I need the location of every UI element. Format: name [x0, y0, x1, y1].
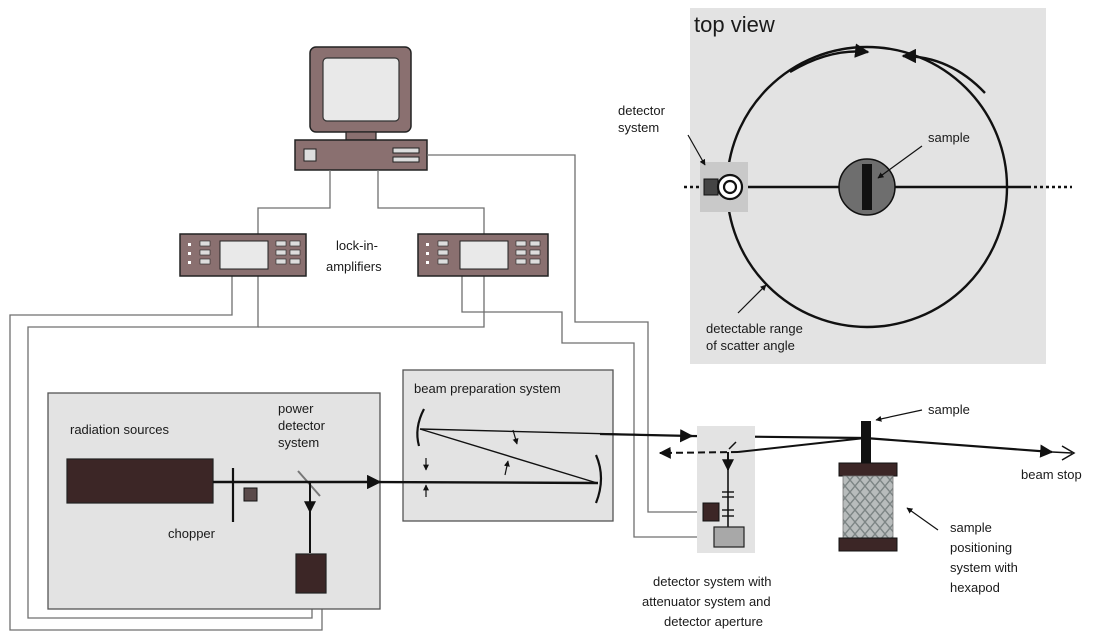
beam-prep-label: beam preparation system — [414, 381, 561, 396]
hexapod-top-plate — [838, 462, 898, 477]
monitor-stand — [345, 131, 377, 141]
beam-preparation-panel: beam preparation system — [402, 369, 691, 522]
lock-in-label-2: amplifiers — [326, 259, 382, 274]
detectable-range-leader — [737, 284, 767, 314]
computer-power-switch — [303, 148, 317, 162]
main-beam — [213, 429, 1076, 490]
top-view-panel: top view detector system sample detectab… — [618, 8, 1072, 364]
computer-drive-1 — [392, 147, 420, 154]
chopper-motor — [243, 487, 258, 502]
detectable-range-label-2: of scatter angle — [706, 338, 795, 353]
sample-label: sample — [928, 402, 970, 417]
sample-positioning-label-2: positioning — [950, 540, 1012, 555]
detector-aperture-box — [713, 526, 745, 548]
radiation-sources-panel: radiation sources power detector system … — [47, 392, 381, 610]
sample-positioning-label-3: system with — [950, 560, 1018, 575]
mirror-right — [594, 454, 603, 504]
top-view-detector-leader — [687, 134, 706, 166]
lock-in-amplifier-2 — [417, 233, 549, 277]
top-view-sample-plate — [862, 164, 872, 210]
detectable-range-label-1: detectable range — [706, 321, 803, 336]
top-view-detector-ring-inner — [722, 179, 738, 195]
hexapod-bottom-plate — [838, 537, 898, 552]
sample-hexapod: sample beam stop sample positioning syst… — [838, 402, 1082, 595]
top-view-detector-body — [703, 178, 719, 196]
hexapod-struts — [842, 475, 894, 539]
radiation-source — [66, 458, 214, 504]
detector-attenuator-label-2: attenuator system and — [642, 594, 771, 609]
lock-in-amplifier-1 — [179, 233, 307, 277]
detector-attenuator-label-1: detector system with — [653, 574, 772, 589]
top-view-detector-label-1: detector — [618, 103, 666, 118]
detector-small-box — [702, 502, 720, 522]
rotation-arrow-right — [901, 48, 986, 94]
computer-base — [294, 139, 428, 171]
power-detector-label-3: system — [278, 435, 319, 450]
top-view-sample-leader — [877, 145, 923, 179]
beam-to-sample — [599, 429, 694, 443]
top-view-sample-label: sample — [928, 130, 970, 145]
rotation-arrow-left — [789, 43, 870, 74]
radiation-sources-label: radiation sources — [70, 422, 169, 437]
beam-stop-label: beam stop — [1021, 467, 1082, 482]
sample-positioning-label-4: hexapod — [950, 580, 1000, 595]
signal-cables — [9, 154, 716, 631]
monitor-screen — [322, 57, 400, 122]
sample-plate — [861, 421, 871, 465]
top-view-title: top view — [694, 12, 775, 37]
power-detector-label-1: power — [278, 401, 314, 416]
power-detector-label-2: detector — [278, 418, 326, 433]
sample-positioning-label-1: sample — [950, 520, 992, 535]
computer-drive-2 — [392, 156, 420, 163]
chopper-label: chopper — [168, 526, 216, 541]
power-detector — [295, 553, 327, 594]
detector-attenuator-label-3: detector aperture — [664, 614, 763, 629]
lock-in-label-1: lock-in- — [336, 238, 378, 253]
transmitted-beam — [864, 436, 1054, 458]
computer — [294, 46, 428, 171]
detector-attenuator-system: detector system with attenuator system a… — [642, 426, 866, 629]
mirror-left — [416, 408, 425, 447]
top-view-detector-label-2: system — [618, 120, 659, 135]
